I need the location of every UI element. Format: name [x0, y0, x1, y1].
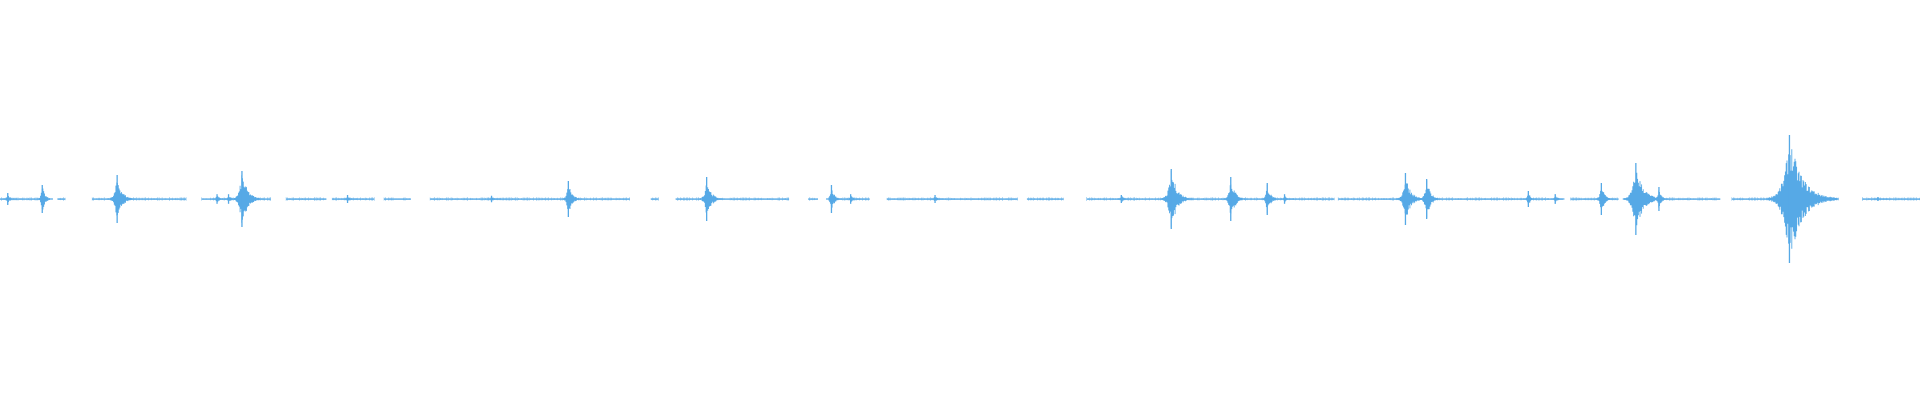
waveform-segment [1026, 197, 1064, 201]
waveform-segment [886, 197, 1018, 201]
waveform-spike [343, 195, 357, 203]
waveform-spike [1160, 169, 1194, 229]
waveform-spike [1550, 194, 1565, 204]
waveform-spike [1280, 194, 1294, 204]
waveform-spike [1766, 135, 1839, 263]
waveform-spike [826, 185, 843, 213]
waveform-segment [808, 197, 818, 201]
waveform-spike [698, 177, 724, 221]
waveform-spike [108, 175, 136, 223]
waveform-segment [57, 197, 66, 201]
waveform-segment [650, 197, 659, 201]
waveform-segment [1435, 197, 1563, 201]
waveform-segment [675, 197, 701, 201]
waveform-spike [1261, 183, 1280, 215]
waveform-spike [212, 194, 227, 204]
waveform-spike [846, 194, 860, 204]
waveform-spike [1419, 179, 1442, 219]
waveform-spike [1873, 197, 1888, 201]
waveform-spike [1523, 191, 1538, 207]
waveform-segment [383, 197, 411, 201]
waveform-spike [36, 185, 53, 213]
waveform-segment [1862, 197, 1920, 201]
waveform-spike [487, 195, 501, 203]
waveform-segment [285, 197, 327, 201]
waveform-spike [930, 195, 945, 203]
waveform-spike [1654, 187, 1668, 211]
waveform-spike [1595, 183, 1614, 215]
waveform-spike [3, 193, 17, 205]
waveform-spike [561, 181, 583, 217]
waveform-spike [1116, 195, 1131, 203]
waveform-segment [429, 197, 630, 201]
waveform-spike [1222, 177, 1248, 221]
waveform-spike [231, 171, 264, 227]
